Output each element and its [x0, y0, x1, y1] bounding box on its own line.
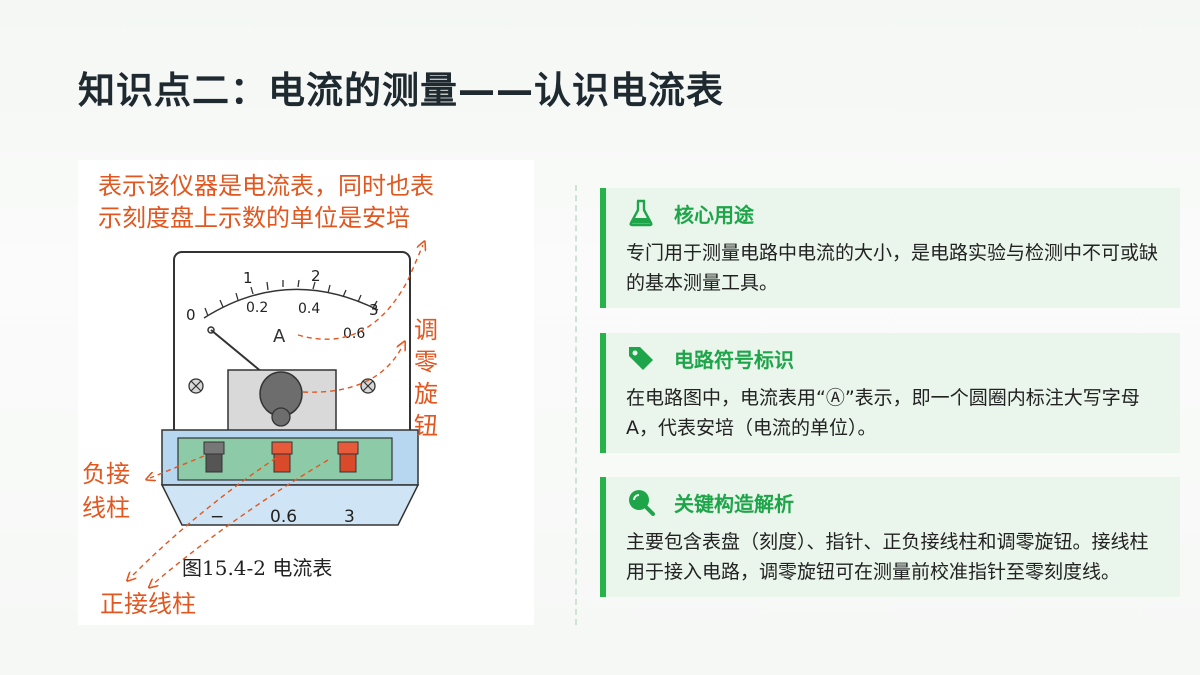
scale-top-3: 3 — [369, 301, 379, 319]
section-divider — [575, 185, 577, 625]
scale-label-zero: 0 — [186, 306, 196, 324]
annotation-knob-3: 旋 — [414, 380, 438, 408]
annotation-knob-1: 调 — [414, 316, 438, 344]
card-header: 关键构造解析 — [626, 487, 1166, 517]
tag-icon — [626, 343, 656, 373]
annotation-unit-line1: 表示该仪器是电流表，同时也表 — [98, 172, 434, 200]
annotation-unit-line2: 示刻度盘上示数的单位是安培 — [98, 204, 410, 232]
card-header: 电路符号标识 — [626, 343, 1166, 373]
page-title: 知识点二：电流的测量——认识电流表 — [78, 69, 724, 112]
card-core-use: 核心用途 专门用于测量电路中电流的大小，是电路实验与检测中不可或缺的基本测量工具… — [600, 188, 1180, 308]
card-body: 专门用于测量电路中电流的大小，是电路实验与检测中不可或缺的基本测量工具。 — [626, 242, 1159, 294]
terminal-label-0.6: 0.6 — [270, 507, 297, 527]
ammeter-figure: 表示该仪器是电流表，同时也表 示刻度盘上示数的单位是安培 0 1 2 3 0.2… — [78, 160, 534, 625]
card-circuit-symbol: 电路符号标识 在电路图中，电流表用“Ⓐ”表示，即一个圆圈内标注大写字母 A，代表… — [600, 333, 1180, 453]
annotation-positive: 正接线柱 — [100, 590, 196, 618]
meter-base-front — [160, 484, 420, 526]
unit-symbol: A — [273, 326, 286, 347]
scale-ticks — [204, 279, 378, 317]
scale-top-2: 2 — [311, 267, 321, 285]
terminal-label-3: 3 — [344, 507, 355, 527]
annotation-knob-2: 零 — [414, 348, 438, 376]
search-icon — [626, 487, 656, 517]
flask-icon — [626, 198, 656, 228]
scale-bottom-0.2: 0.2 — [246, 300, 268, 316]
terminal-label-negative: − — [210, 507, 224, 527]
figure-caption: 图15.4-2 电流表 — [182, 556, 332, 580]
terminal-3 — [337, 441, 359, 473]
screw-left — [188, 378, 204, 394]
card-header: 核心用途 — [626, 198, 1166, 228]
leader-lines — [130, 245, 423, 585]
card-title: 关键构造解析 — [674, 491, 794, 516]
scale-bottom-0.4: 0.4 — [298, 301, 320, 317]
card-body: 在电路图中，电流表用“Ⓐ”表示，即一个圆圈内标注大写字母 A，代表安培（电流的单… — [626, 387, 1140, 439]
card-structure: 关键构造解析 主要包含表盘（刻度）、指针、正负接线柱和调零旋钮。接线柱用于接入电… — [600, 477, 1180, 597]
terminal-0.6 — [271, 441, 293, 473]
terminal-negative — [203, 441, 225, 473]
card-body: 主要包含表盘（刻度）、指针、正负接线柱和调零旋钮。接线柱用于接入电路，调零旋钮可… — [626, 531, 1149, 583]
ammeter-illustration: 表示该仪器是电流表，同时也表 示刻度盘上示数的单位是安培 0 1 2 3 0.2… — [82, 172, 438, 618]
annotation-negative-line1: 负接 — [82, 460, 130, 488]
annotation-knob-4: 钮 — [414, 412, 438, 440]
scale-arc — [203, 288, 379, 319]
card-title: 电路符号标识 — [674, 347, 794, 372]
annotation-negative-line2: 线柱 — [82, 494, 130, 522]
card-title: 核心用途 — [674, 202, 754, 227]
screw-right — [360, 378, 376, 394]
scale-top-1: 1 — [243, 269, 253, 287]
